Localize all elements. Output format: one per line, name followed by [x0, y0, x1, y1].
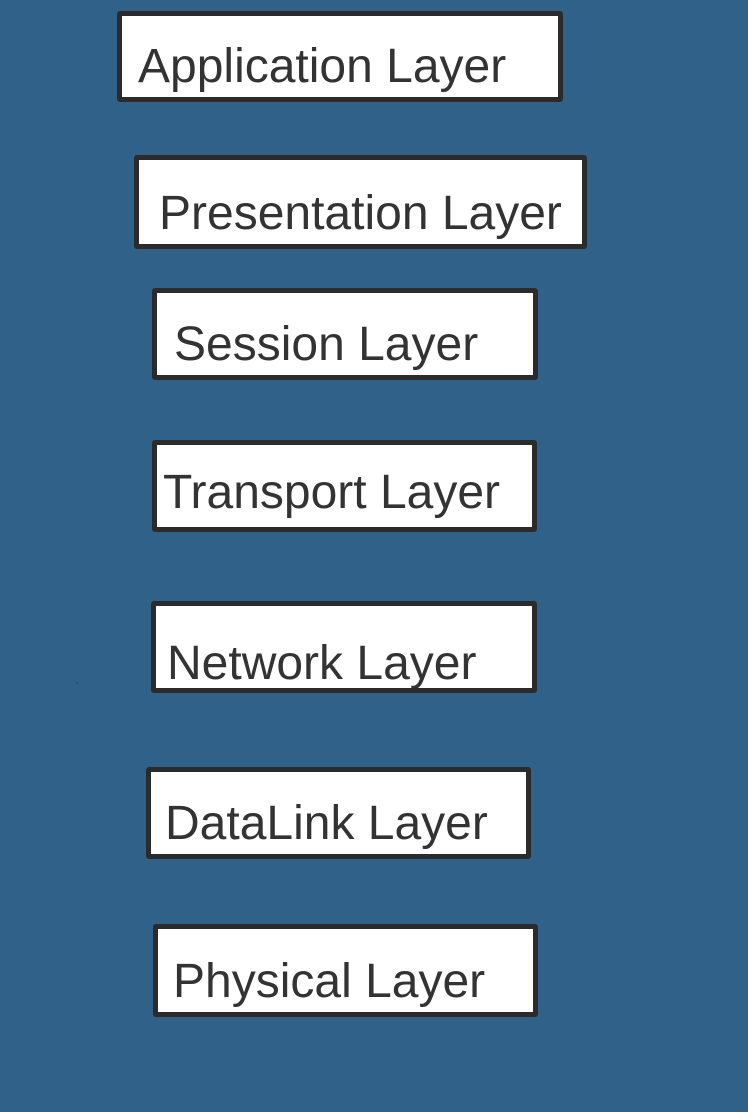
network-layer-label: Network Layer	[167, 637, 477, 690]
session-layer-box: Session Layer	[152, 288, 538, 380]
network-layer-box: Network Layer	[151, 601, 537, 693]
physical-layer-box: Physical Layer	[153, 924, 538, 1017]
datalink-layer-box: DataLink Layer	[146, 767, 531, 859]
session-layer-label: Session Layer	[174, 318, 479, 371]
transport-layer-label: Transport Layer	[163, 466, 501, 519]
presentation-layer-label: Presentation Layer	[159, 187, 562, 240]
application-layer-label: Application Layer	[138, 40, 507, 93]
transport-layer-box: Transport Layer	[152, 440, 537, 532]
physical-layer-label: Physical Layer	[173, 955, 486, 1008]
datalink-layer-label: DataLink Layer	[165, 797, 488, 850]
application-layer-box: Application Layer	[117, 11, 563, 102]
presentation-layer-box: Presentation Layer	[134, 155, 587, 249]
background-speck	[76, 682, 78, 684]
